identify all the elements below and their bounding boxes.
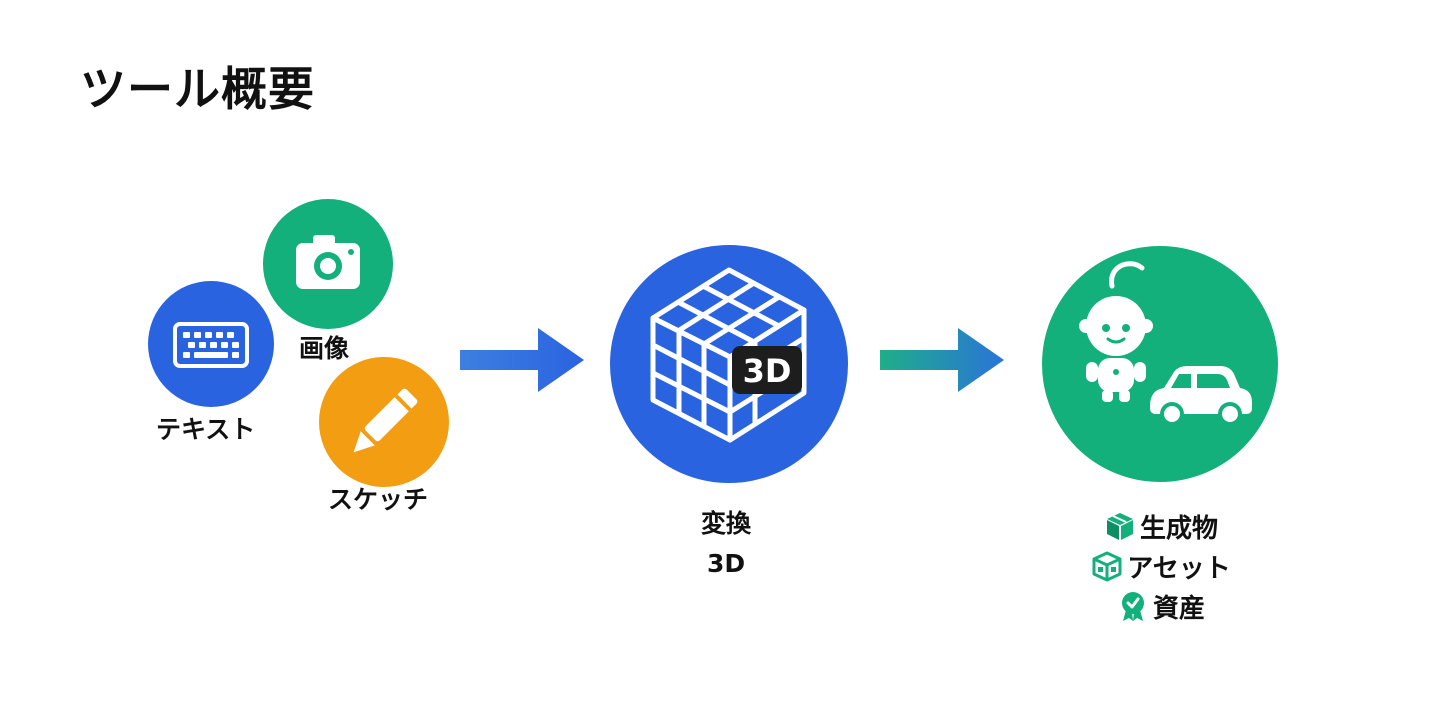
output-item-label: アセット (1127, 553, 1231, 584)
character-and-car-icon (1079, 261, 1252, 426)
robot-character-icon (1079, 261, 1153, 402)
sketch-input-label: スケッチ (328, 485, 429, 514)
arrow-right-icon (460, 328, 584, 392)
output-item: 生成物 (1076, 506, 1246, 546)
pencil-icon (353, 388, 418, 453)
output-item-label: 資産 (1152, 593, 1205, 624)
keyboard-icon (173, 322, 249, 368)
conversion-label-line2: 3D (707, 549, 746, 578)
output-item-label: 生成物 (1139, 513, 1218, 544)
output-item: アセット (1076, 546, 1246, 586)
award-badge-icon (1121, 592, 1144, 621)
sketch-input-circle (319, 357, 449, 487)
image-input-circle (263, 199, 393, 329)
conversion-circle: 3D (610, 245, 848, 483)
cube-3d-icon: 3D (650, 267, 807, 443)
camera-icon (296, 235, 360, 289)
page-title: ツール概要 (80, 62, 315, 116)
conversion-label-line1: 変換 (701, 509, 752, 538)
image-input-label: 画像 (299, 334, 350, 363)
text-input-circle (148, 281, 274, 407)
package-icon (1106, 513, 1133, 540)
output-circle (1042, 246, 1278, 482)
cube-badge-text: 3D (743, 352, 792, 390)
cube-icon (1092, 551, 1122, 582)
output-list: 生成物 アセット 資産 (1076, 506, 1246, 626)
text-input-label: テキスト (156, 415, 256, 444)
output-item: 資産 (1076, 586, 1246, 626)
car-icon (1150, 366, 1252, 426)
arrow-right-icon (880, 328, 1004, 392)
